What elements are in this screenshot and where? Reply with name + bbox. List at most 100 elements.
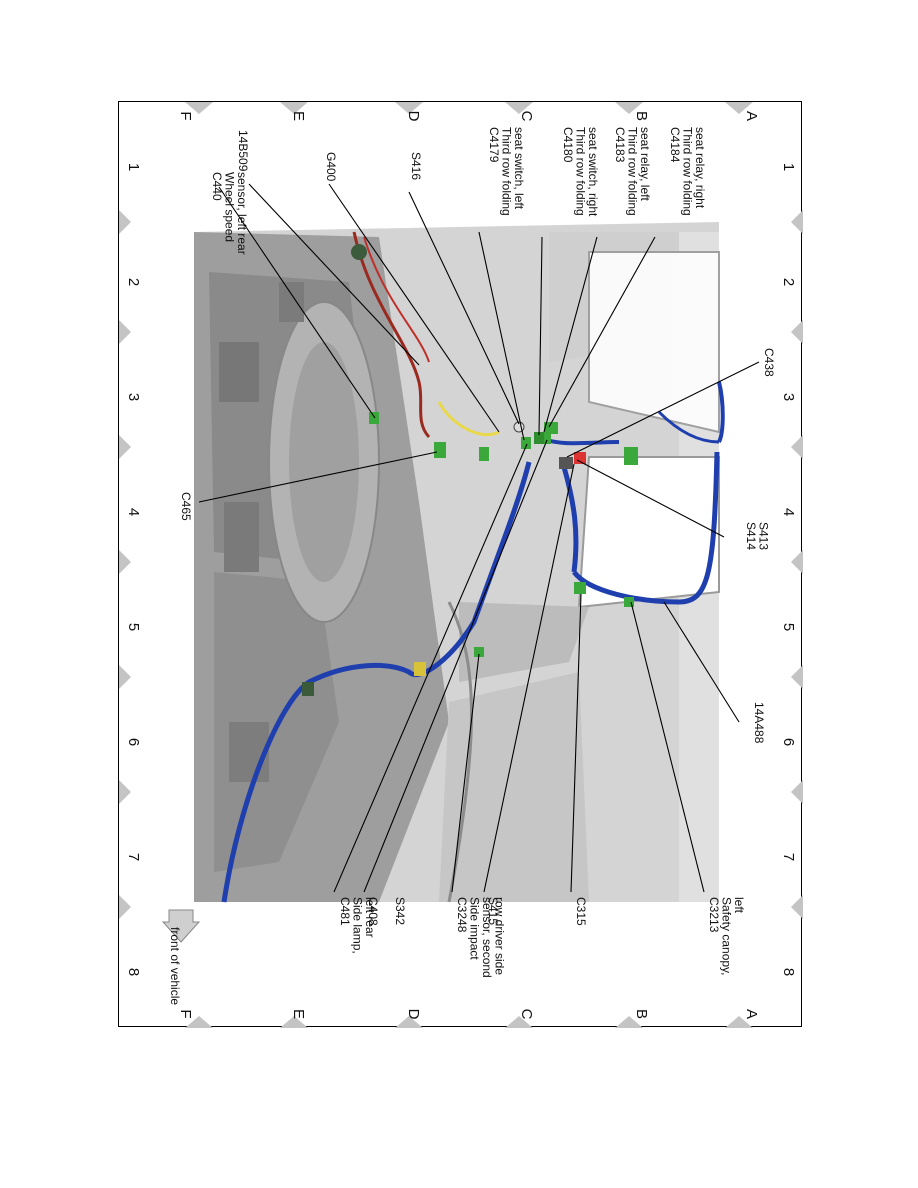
grid-marker-bottom bbox=[615, 1016, 643, 1028]
connector-c4180 bbox=[534, 432, 544, 444]
grid-letter-bottom: E bbox=[290, 1009, 307, 1019]
grid-letter-bottom: C bbox=[518, 1009, 535, 1020]
grid-marker-left bbox=[119, 320, 131, 344]
label-g400: G400 bbox=[324, 152, 338, 182]
grid-marker-left bbox=[119, 210, 131, 234]
grid-marker-top bbox=[280, 102, 308, 114]
label-line: S414 bbox=[744, 522, 758, 550]
grid-marker-right bbox=[791, 780, 803, 804]
connector-blue-end bbox=[624, 447, 638, 465]
label-line: C408 bbox=[366, 897, 380, 926]
label-c14b509: 14B509 bbox=[236, 130, 250, 172]
connector-c4179 bbox=[521, 437, 531, 449]
grid-marker-bottom bbox=[725, 1016, 753, 1028]
grid-marker-bottom bbox=[280, 1016, 308, 1028]
connector-c4184 bbox=[544, 422, 558, 434]
grid-letter-bottom: A bbox=[743, 1009, 760, 1019]
grid-number-right: 8 bbox=[780, 968, 797, 976]
label-line: Safety canopy, bbox=[720, 897, 734, 976]
label-line: Third row folding bbox=[574, 127, 588, 216]
grid-letter-top: A bbox=[743, 111, 760, 121]
grid-letter-bottom: B bbox=[633, 1009, 650, 1019]
label-line: seat relay, right bbox=[693, 127, 707, 209]
grid-number-left: 2 bbox=[125, 278, 142, 286]
label-line: C440 bbox=[210, 172, 224, 201]
label-line: C4183 bbox=[613, 127, 627, 163]
label-line: 14B509 bbox=[236, 130, 250, 172]
label-line: left rear bbox=[363, 897, 377, 938]
connector-c481 bbox=[302, 682, 314, 696]
connector-c408 bbox=[479, 447, 489, 461]
connector-c3248 bbox=[474, 647, 484, 657]
label-c465: C465 bbox=[179, 492, 193, 521]
connector-c315 bbox=[574, 582, 586, 594]
label-line: Side impact bbox=[468, 897, 482, 960]
grid-marker-right bbox=[791, 550, 803, 574]
label-c438: C438 bbox=[762, 348, 776, 377]
grid-marker-top bbox=[395, 102, 423, 114]
grid-number-right: 3 bbox=[780, 393, 797, 401]
label-line: G400 bbox=[324, 152, 338, 182]
label-line: S416 bbox=[409, 152, 423, 180]
grid-marker-bottom bbox=[505, 1016, 533, 1028]
grid-marker-top bbox=[505, 102, 533, 114]
label-line: left bbox=[732, 897, 746, 914]
connector-s342 bbox=[414, 662, 426, 676]
grid-letter-top: C bbox=[518, 111, 535, 122]
grid-number-right: 4 bbox=[780, 508, 797, 516]
label-line: sensor, second bbox=[480, 897, 494, 978]
grid-marker-left bbox=[119, 435, 131, 459]
label-line: S342 bbox=[393, 897, 407, 925]
label-line: C438 bbox=[762, 348, 776, 377]
grid-number-left: 4 bbox=[125, 508, 142, 516]
label-c14a488: 14A488 bbox=[752, 702, 766, 744]
label-line: C481 bbox=[338, 897, 352, 926]
label-line: Side lamp, bbox=[351, 897, 365, 954]
label-line: C315 bbox=[574, 897, 588, 926]
label-line: C4180 bbox=[561, 127, 575, 163]
label-line: C4179 bbox=[487, 127, 501, 163]
label-line: S415 bbox=[486, 897, 500, 925]
label-s415: S415 bbox=[486, 897, 500, 925]
grid-marker-right bbox=[791, 210, 803, 234]
grid-number-right: 2 bbox=[780, 278, 797, 286]
label-line: C3213 bbox=[707, 897, 721, 933]
grid-number-left: 7 bbox=[125, 853, 142, 861]
grid-number-right: 5 bbox=[780, 623, 797, 631]
grid-letter-top: F bbox=[177, 111, 194, 120]
grid-number-left: 6 bbox=[125, 738, 142, 746]
grid-marker-right bbox=[791, 320, 803, 344]
front-of-vehicle-arrow-icon bbox=[161, 909, 201, 943]
leader-lines bbox=[198, 183, 760, 893]
label-line: C465 bbox=[179, 492, 193, 521]
label-line: Wheel speed bbox=[223, 172, 237, 242]
grid-number-left: 1 bbox=[125, 163, 142, 171]
connector-upper bbox=[351, 244, 367, 260]
vehicle-body-illustration bbox=[194, 222, 720, 903]
grid-marker-bottom bbox=[185, 1016, 213, 1028]
label-line: Third row folding bbox=[626, 127, 640, 216]
splice-s414 bbox=[574, 452, 586, 464]
label-line: front of vehicle bbox=[168, 927, 182, 1005]
label-line: Third row folding bbox=[681, 127, 695, 216]
grid-marker-top bbox=[615, 102, 643, 114]
grid-letter-top: E bbox=[290, 111, 307, 121]
grid-number-left: 3 bbox=[125, 393, 142, 401]
grid-number-left: 8 bbox=[125, 968, 142, 976]
grid-letter-top: B bbox=[633, 111, 650, 121]
grid-letter-bottom: D bbox=[405, 1009, 422, 1020]
label-c315: C315 bbox=[574, 897, 588, 926]
label-s416: S416 bbox=[409, 152, 423, 180]
label-line: seat switch, left bbox=[512, 127, 526, 210]
label-front: front of vehicle bbox=[168, 927, 182, 1005]
grid-marker-right bbox=[791, 665, 803, 689]
